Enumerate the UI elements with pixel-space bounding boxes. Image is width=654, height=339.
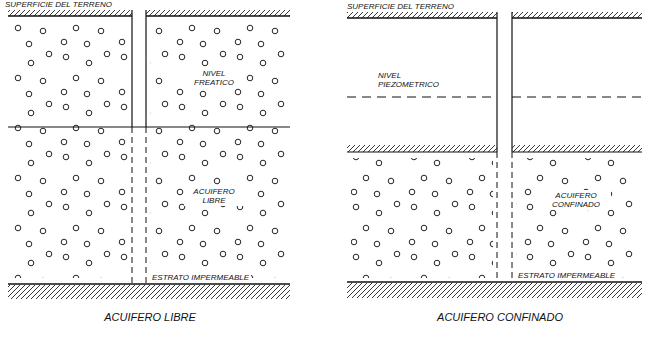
impermeable-label: ESTRATO IMPERMEABLE — [150, 272, 251, 283]
water-table-label: NIVEL FREATICO — [184, 68, 244, 88]
panel-caption: ACUIFERO CONFINADO — [395, 311, 605, 324]
surface-label: SUPERFICIE DEL TERRENO — [5, 0, 112, 9]
impermeable-label: ESTRATO IMPERMEABLE — [516, 270, 617, 281]
panel-caption: ACUIFERO LIBRE — [60, 311, 240, 324]
piezometric-label: NIVEL PIEZOMETRICO — [376, 70, 460, 90]
surface-label: SUPERFICIE DEL TERRENO — [347, 2, 454, 11]
aquifer-label: ACUIFERO CONFINADO — [541, 190, 611, 210]
aquifer-label: ACUIFERO LIBRE — [184, 186, 244, 206]
